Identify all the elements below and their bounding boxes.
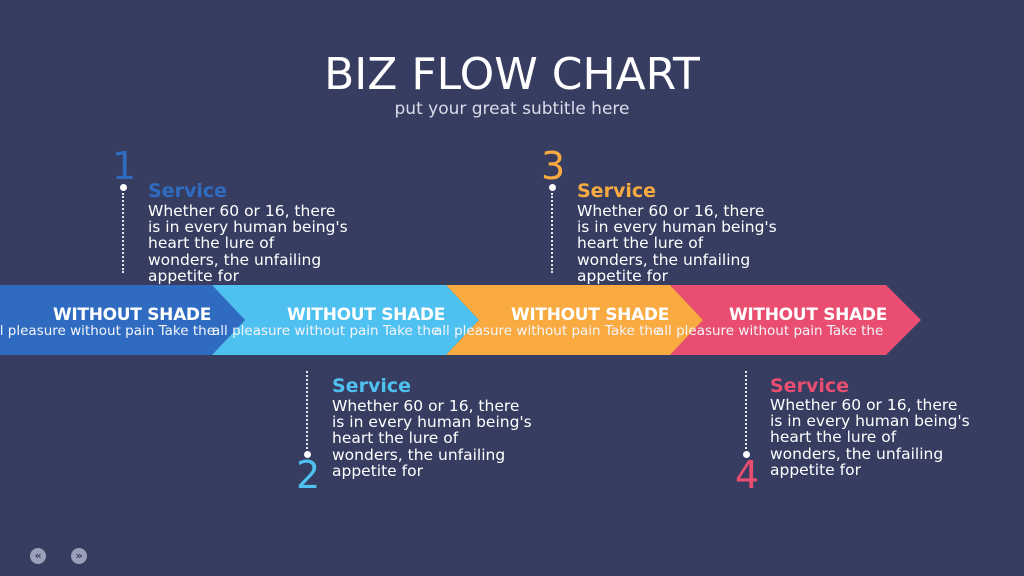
page-title: BIZ FLOW CHART bbox=[324, 49, 700, 100]
step-1-dot bbox=[120, 184, 127, 191]
step-1-number: 1 bbox=[112, 144, 137, 188]
double-chevron-left-icon: « bbox=[34, 549, 42, 562]
step-4-title: Service bbox=[770, 375, 849, 397]
arrow-segment-4 bbox=[670, 285, 921, 355]
arrow-segment-2 bbox=[212, 285, 479, 355]
step-2-dot bbox=[304, 451, 311, 458]
segment-4-heading: WITHOUT SHADE bbox=[728, 305, 888, 325]
step-1-title: Service bbox=[148, 180, 227, 202]
segment-4-text: all pleasure without pain Take the bbox=[656, 323, 884, 339]
prev-slide-button[interactable]: « bbox=[30, 548, 46, 564]
step-2-title: Service bbox=[332, 375, 411, 397]
step-4-dot bbox=[743, 451, 750, 458]
step-2-number: 2 bbox=[296, 453, 321, 497]
segment-3-heading: WITHOUT SHADE bbox=[510, 305, 670, 325]
step-1-body: Whether 60 or 16, there is in every huma… bbox=[148, 202, 348, 285]
page-subtitle: put your great subtitle here bbox=[394, 99, 630, 119]
segment-1-heading: WITHOUT SHADE bbox=[52, 305, 212, 325]
double-chevron-right-icon: » bbox=[75, 549, 83, 562]
step-3-number: 3 bbox=[541, 144, 566, 188]
step-2-connector bbox=[306, 371, 308, 449]
segment-2-text: all pleasure without pain Take the bbox=[212, 323, 440, 339]
step-4-number: 4 bbox=[735, 453, 760, 497]
segment-1-text: all pleasure without pain Take the bbox=[0, 323, 215, 339]
step-3-connector bbox=[551, 193, 553, 273]
segment-3-text: all pleasure without pain Take the bbox=[434, 323, 662, 339]
next-slide-button[interactable]: » bbox=[71, 548, 87, 564]
step-2-body: Whether 60 or 16, there is in every huma… bbox=[332, 397, 532, 480]
step-3-dot bbox=[549, 184, 556, 191]
step-4-body: Whether 60 or 16, there is in every huma… bbox=[770, 396, 970, 479]
segment-2-heading: WITHOUT SHADE bbox=[286, 305, 446, 325]
step-3-title: Service bbox=[577, 180, 656, 202]
step-4-connector bbox=[745, 371, 747, 449]
arrow-segment-3 bbox=[446, 285, 703, 355]
arrow-segment-1 bbox=[0, 285, 245, 355]
step-3-body: Whether 60 or 16, there is in every huma… bbox=[577, 202, 777, 285]
step-1-connector bbox=[122, 193, 124, 273]
